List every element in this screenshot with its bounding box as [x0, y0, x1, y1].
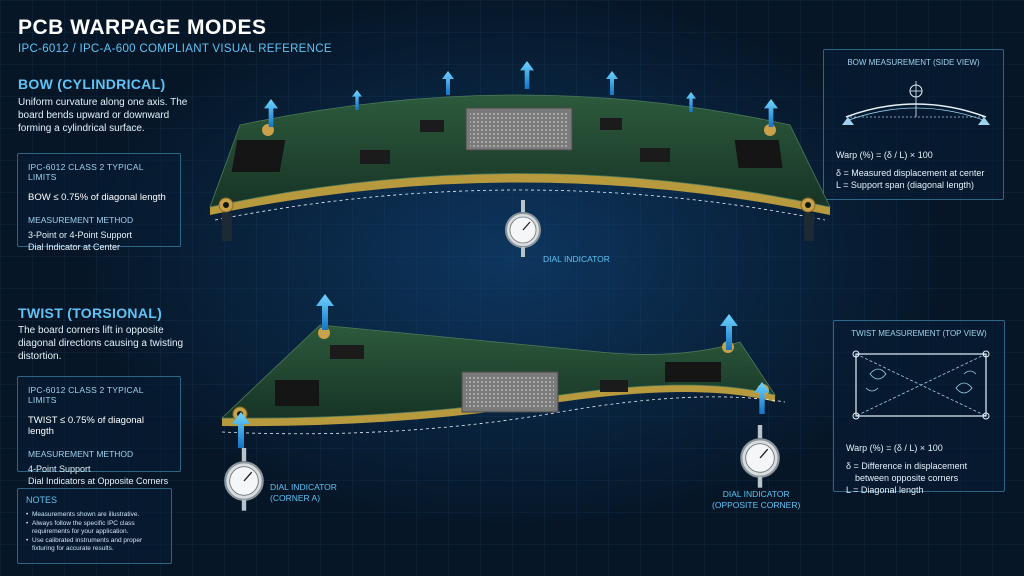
page-subtitle: IPC-6012 / IPC-A-600 COMPLIANT VISUAL RE…: [18, 43, 332, 55]
bow-limits-panel: IPC-6012 CLASS 2 TYPICAL LIMITS BOW ≤ 0.…: [17, 153, 181, 252]
bow-method-heading: MEASUREMENT METHOD: [28, 215, 134, 225]
twist-dial-b-label-line1: DIAL INDICATOR: [722, 489, 790, 499]
bow-formula: Warp (%) = (δ / L) × 100: [836, 150, 933, 160]
up-arrow-icon: [316, 294, 334, 330]
twist-dial-b-label: DIAL INDICATOR (OPPOSITE CORNER): [712, 489, 800, 511]
twist-description: The board corners lift in opposite diago…: [18, 325, 184, 362]
bow-limit-value: BOW ≤ 0.75% of diagonal length: [28, 192, 166, 203]
dial-indicator-icon: [224, 448, 264, 512]
notes-list: Measurements shown are illustrative. Alw…: [26, 511, 163, 554]
twist-method-line1: 4-Point Support: [28, 464, 91, 474]
bow-measurement-heading: BOW MEASUREMENT (SIDE VIEW): [847, 58, 980, 67]
dial-indicator-icon: [505, 200, 541, 258]
up-arrow-icon: [520, 61, 534, 89]
twist-measurement-panel: TWIST MEASUREMENT (TOP VIEW) Warp (%) = …: [833, 320, 1005, 495]
twist-dial-a-label-line2: (CORNER A): [270, 493, 321, 503]
twist-limits-heading: IPC-6012 CLASS 2 TYPICAL LIMITS: [28, 385, 144, 405]
twist-limits-panel: IPC-6012 CLASS 2 TYPICAL LIMITS TWIST ≤ …: [17, 376, 181, 486]
notes-panel: NOTES Measurements shown are illustrativ…: [17, 488, 172, 564]
twist-dial-b-label-line2: (OPPOSITE CORNER): [712, 500, 801, 510]
bow-def-delta: δ = Measured displacement at center: [836, 168, 985, 178]
twist-def-length: L = Diagonal length: [846, 485, 924, 495]
note-item: Measurements shown are illustrative.: [26, 511, 163, 520]
up-arrow-icon: [442, 71, 454, 95]
twist-def-delta-cont: between opposite corners: [855, 473, 959, 483]
bow-pcb-board: [209, 94, 831, 241]
notes-heading: NOTES: [26, 495, 58, 505]
note-item: Use calibrated instruments and proper fi…: [26, 537, 163, 554]
twist-method-heading: MEASUREMENT METHOD: [28, 449, 134, 459]
twist-def-delta: δ = Difference in displacement: [846, 461, 968, 471]
page-title: PCB WARPAGE MODES: [18, 16, 267, 39]
bow-method-line2: Dial Indicator at Center: [28, 242, 121, 252]
bow-side-view-diagram: [842, 81, 990, 125]
note-item: Always follow the specific IPC class req…: [26, 520, 163, 537]
twist-method-line2: Dial Indicators at Opposite Corners: [28, 476, 169, 486]
twist-pcb-board: [221, 324, 786, 435]
up-arrow-icon: [606, 71, 618, 95]
bow-dial-label: DIAL INDICATOR: [543, 254, 610, 264]
bow-measurement-panel: BOW MEASUREMENT (SIDE VIEW) Warp (%) = (…: [823, 49, 1004, 200]
twist-formula: Warp (%) = (δ / L) × 100: [846, 443, 943, 453]
twist-dial-a-label: DIAL INDICATOR (CORNER A): [270, 482, 337, 504]
twist-dial-a-label-line1: DIAL INDICATOR: [270, 482, 337, 492]
twist-heading: TWIST (TORSIONAL): [18, 305, 163, 321]
twist-measurement-heading: TWIST MEASUREMENT (TOP VIEW): [851, 329, 987, 338]
bow-heading: BOW (CYLINDRICAL): [18, 76, 166, 92]
twist-limit-value: TWIST ≤ 0.75% of diagonal length: [28, 415, 144, 437]
twist-top-view-diagram: [852, 350, 990, 420]
bow-method-line1: 3-Point or 4-Point Support: [28, 230, 133, 240]
bow-def-length: L = Support span (diagonal length): [836, 180, 975, 190]
bow-limits-heading: IPC-6012 CLASS 2 TYPICAL LIMITS: [28, 162, 144, 182]
bow-description: Uniform curvature along one axis. The bo…: [18, 97, 188, 134]
dial-indicator-icon: [740, 425, 780, 489]
